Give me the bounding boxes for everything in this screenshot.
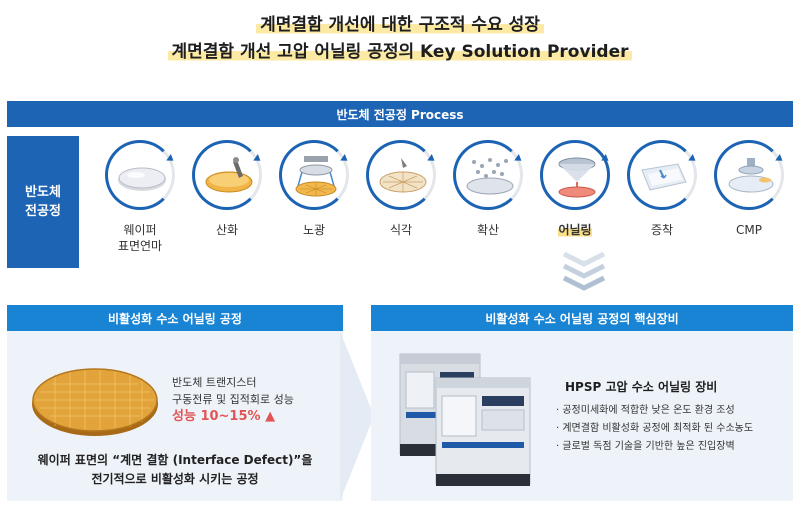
etching-icon — [379, 158, 427, 193]
wafer-icon — [32, 368, 158, 436]
list-item: 공정미세화에 적합한 낮은 온도 환경 조성 — [556, 402, 753, 420]
left-panel-caption: 웨이퍼 표면의 “계면 결함 (Interface Defect)”을 전기적으… — [37, 453, 313, 486]
list-item: 글로벌 독점 기술을 기반한 높은 진입장벽 — [556, 438, 753, 456]
left-panel-header: 비활성화 수소 어닐링 공정 — [7, 305, 343, 331]
step-oxidation: 산화 — [189, 140, 265, 238]
process-header: 반도체 전공정 Process — [7, 101, 793, 127]
left-panel-text: 반도체 트랜지스터 구동전류 및 집적회로 성능 성능 10~15% ▲ — [172, 376, 294, 424]
deposition-icon — [641, 163, 687, 191]
diffusion-icon — [466, 158, 514, 195]
annealing-equipment-image — [399, 353, 531, 486]
cmp-icon — [728, 158, 774, 193]
step-annealing: 어닐링 — [537, 140, 613, 238]
oxidation-icon — [205, 157, 253, 193]
step-exposure: 노광 — [276, 140, 352, 238]
up-arrow-icon: ▲ — [265, 409, 276, 424]
performance-gain: 성능 10~15% ▲ — [172, 409, 276, 424]
annealing-icon — [558, 157, 596, 198]
equipment-features: 공정미세화에 적합한 낮은 온도 환경 조성 계면결함 비활성화 공정에 최적화… — [556, 402, 753, 456]
step-diffusion: 확산 — [450, 140, 526, 238]
wafer-polish-icon — [118, 167, 166, 191]
step-cmp: CMP — [711, 140, 787, 238]
right-panel-header: 비활성화 수소 어닐링 공정의 핵심장비 — [371, 305, 793, 331]
step-deposition: 증착 — [624, 140, 700, 238]
process-side-label: 반도체 전공정 — [7, 136, 79, 268]
panel-arrow-icon — [340, 331, 374, 501]
headline-line2: 계면결함 개선 고압 어닐링 공정의 Key Solution Provider — [0, 37, 800, 62]
equipment-title: HPSP 고압 수소 어닐링 장비 — [565, 380, 718, 394]
list-item: 계면결함 비활성화 공정에 최적화 된 수소농도 — [556, 420, 753, 438]
step-etching: 식각 — [363, 140, 439, 238]
exposure-icon — [295, 156, 337, 197]
headline-line1: 계면결함 개선에 대한 구조적 수요 성장 — [0, 10, 800, 35]
chevron-down-icon — [562, 252, 606, 291]
